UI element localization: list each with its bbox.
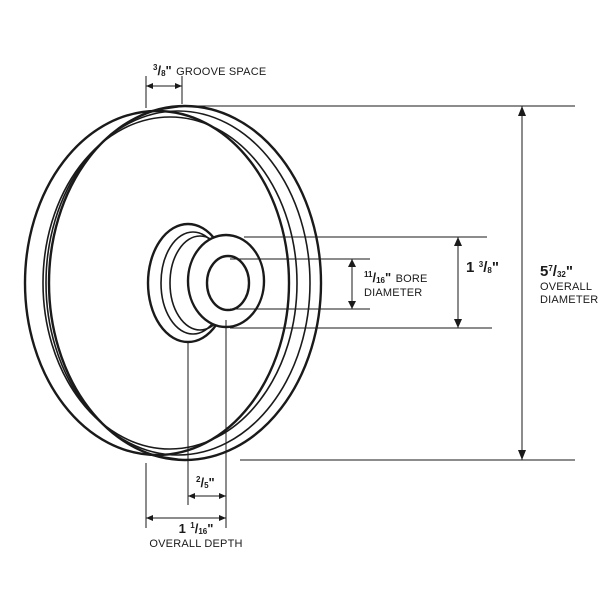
groove-space-label: 3/8" GROOVE SPACE — [153, 63, 267, 78]
wheel-back-rim — [47, 104, 323, 462]
wheel-groove-inner — [42, 116, 298, 450]
rim-bottom-edge — [149, 454, 185, 461]
groove-space-dimension — [145, 76, 183, 108]
pulley-wheel — [23, 104, 323, 462]
bore-diameter-dimension — [230, 258, 370, 310]
hub-diameter-dimension — [230, 236, 492, 329]
overall-diameter-label: 57/32" OVERALL DIAMETER — [540, 263, 599, 307]
rim-top-edge — [149, 105, 185, 112]
wheel-groove-outer — [45, 110, 311, 456]
depth-dimensions — [145, 320, 227, 528]
hub-depth-label: 2/5" — [196, 475, 215, 490]
wheel-front-rim — [23, 109, 291, 457]
bore-hole — [205, 254, 251, 312]
hub — [146, 222, 266, 344]
bore-diameter-label: 11/16" BORE DIAMETER — [364, 270, 428, 300]
overall-diameter-dimension — [183, 105, 575, 461]
overall-depth-label: 1 1/16" OVERALL DEPTH — [149, 521, 243, 551]
hub-diameter-label: 1 3/8" — [466, 259, 499, 276]
hub-front-face — [186, 233, 266, 329]
